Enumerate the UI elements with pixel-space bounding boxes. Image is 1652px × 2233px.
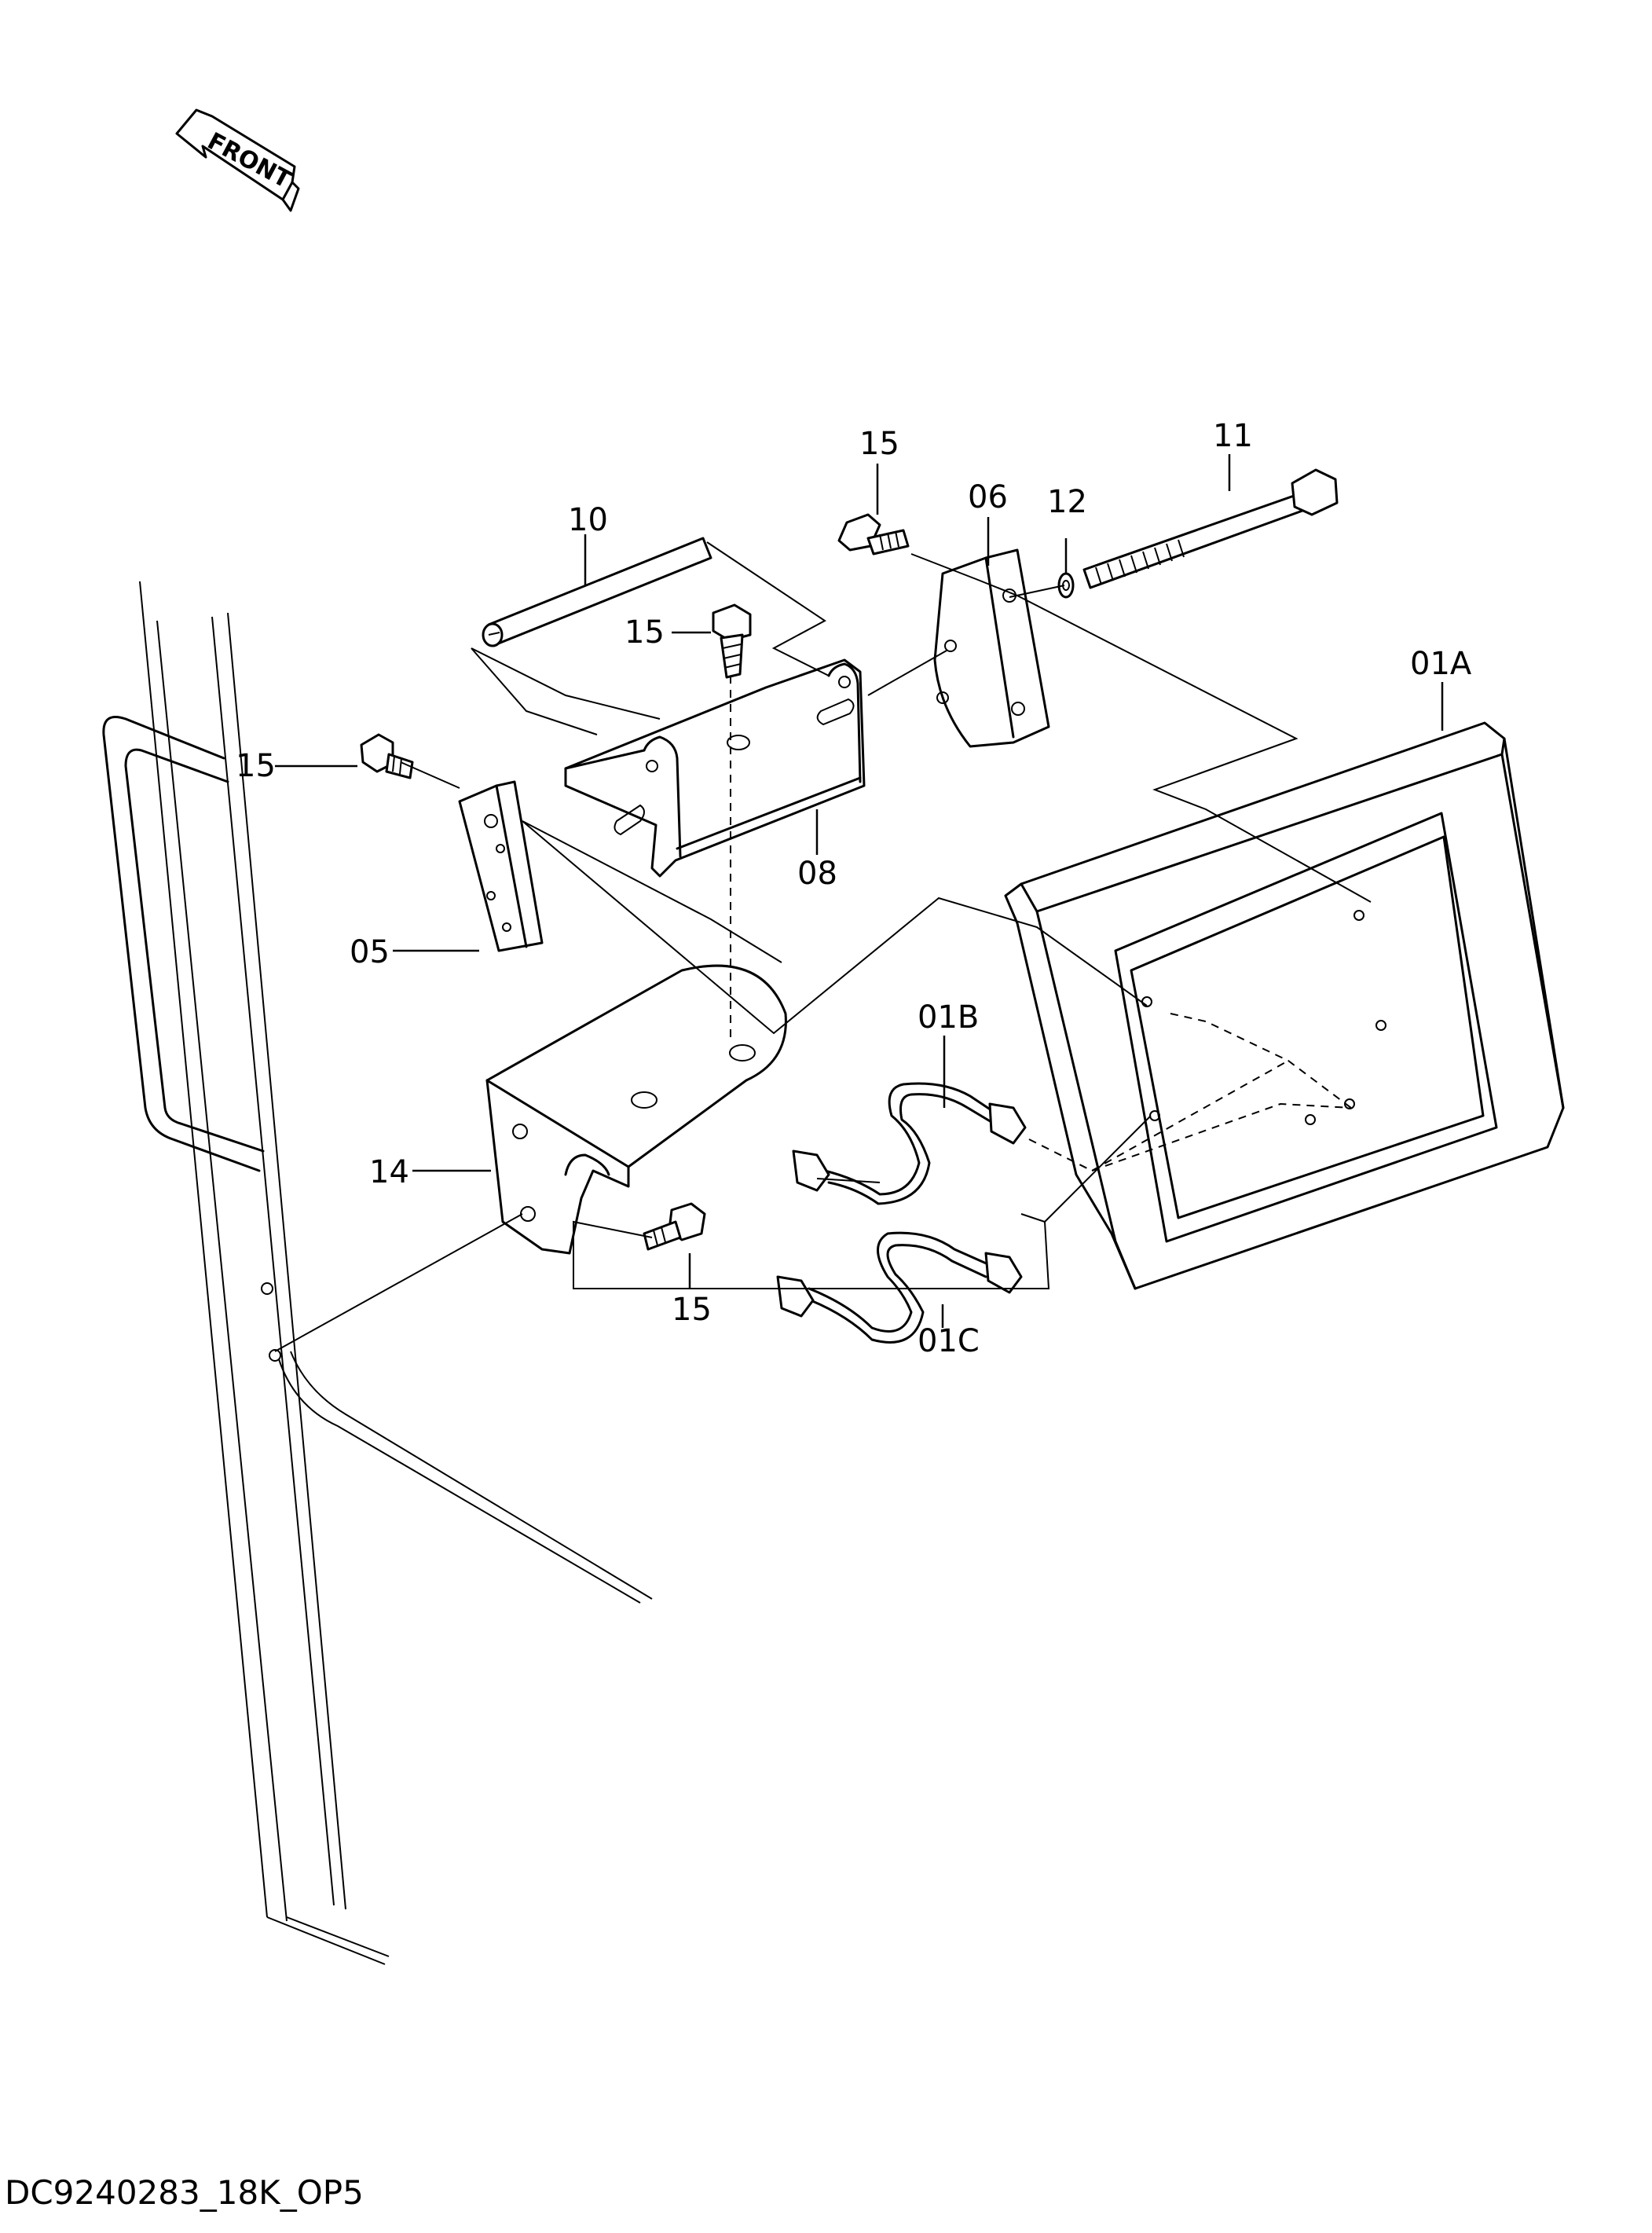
front-arrow-icon: FRONT bbox=[175, 108, 300, 212]
part-06-side-plate bbox=[933, 548, 1050, 748]
part-15-bolt-left bbox=[360, 733, 414, 779]
part-01B-cable bbox=[792, 1082, 1027, 1205]
callout-01B: 01B bbox=[918, 999, 979, 1036]
callout-15-top: 15 bbox=[859, 426, 899, 462]
callout-10: 10 bbox=[568, 502, 608, 538]
callout-15-left: 15 bbox=[236, 748, 276, 784]
cab-frame bbox=[102, 581, 653, 1965]
part-01C-cable bbox=[776, 1231, 1023, 1344]
callout-01A: 01A bbox=[1410, 646, 1472, 682]
part-01A-monitor-frame bbox=[1004, 721, 1565, 1290]
callout-08: 08 bbox=[797, 856, 837, 892]
callout-labels: 10 15 15 15 15 06 12 11 01A 01B 01C 08 0… bbox=[236, 418, 1472, 1359]
part-15-bolt-top bbox=[837, 513, 910, 556]
callout-leaders bbox=[275, 454, 1444, 1328]
part-15-bolt-lower bbox=[643, 1202, 706, 1251]
callout-14: 14 bbox=[369, 1154, 409, 1190]
callout-06: 06 bbox=[968, 479, 1008, 515]
callout-15-lower: 15 bbox=[672, 1292, 712, 1328]
callout-12: 12 bbox=[1047, 484, 1087, 520]
part-14-l-bracket bbox=[485, 964, 787, 1255]
part-08-bracket bbox=[564, 658, 866, 878]
part-11-long-bolt bbox=[1082, 468, 1339, 589]
callout-05: 05 bbox=[350, 934, 390, 970]
callout-01C: 01C bbox=[918, 1323, 980, 1359]
callout-11: 11 bbox=[1213, 418, 1253, 454]
part-15-bolt-vertical bbox=[712, 603, 752, 679]
assembly-guide-lines bbox=[274, 541, 1372, 1352]
part-05-plate bbox=[458, 780, 544, 952]
drawing-id: DC9240283_18K_OP5 bbox=[5, 2173, 364, 2212]
callout-15-vertical: 15 bbox=[625, 614, 665, 651]
part-10-pin bbox=[482, 537, 712, 647]
